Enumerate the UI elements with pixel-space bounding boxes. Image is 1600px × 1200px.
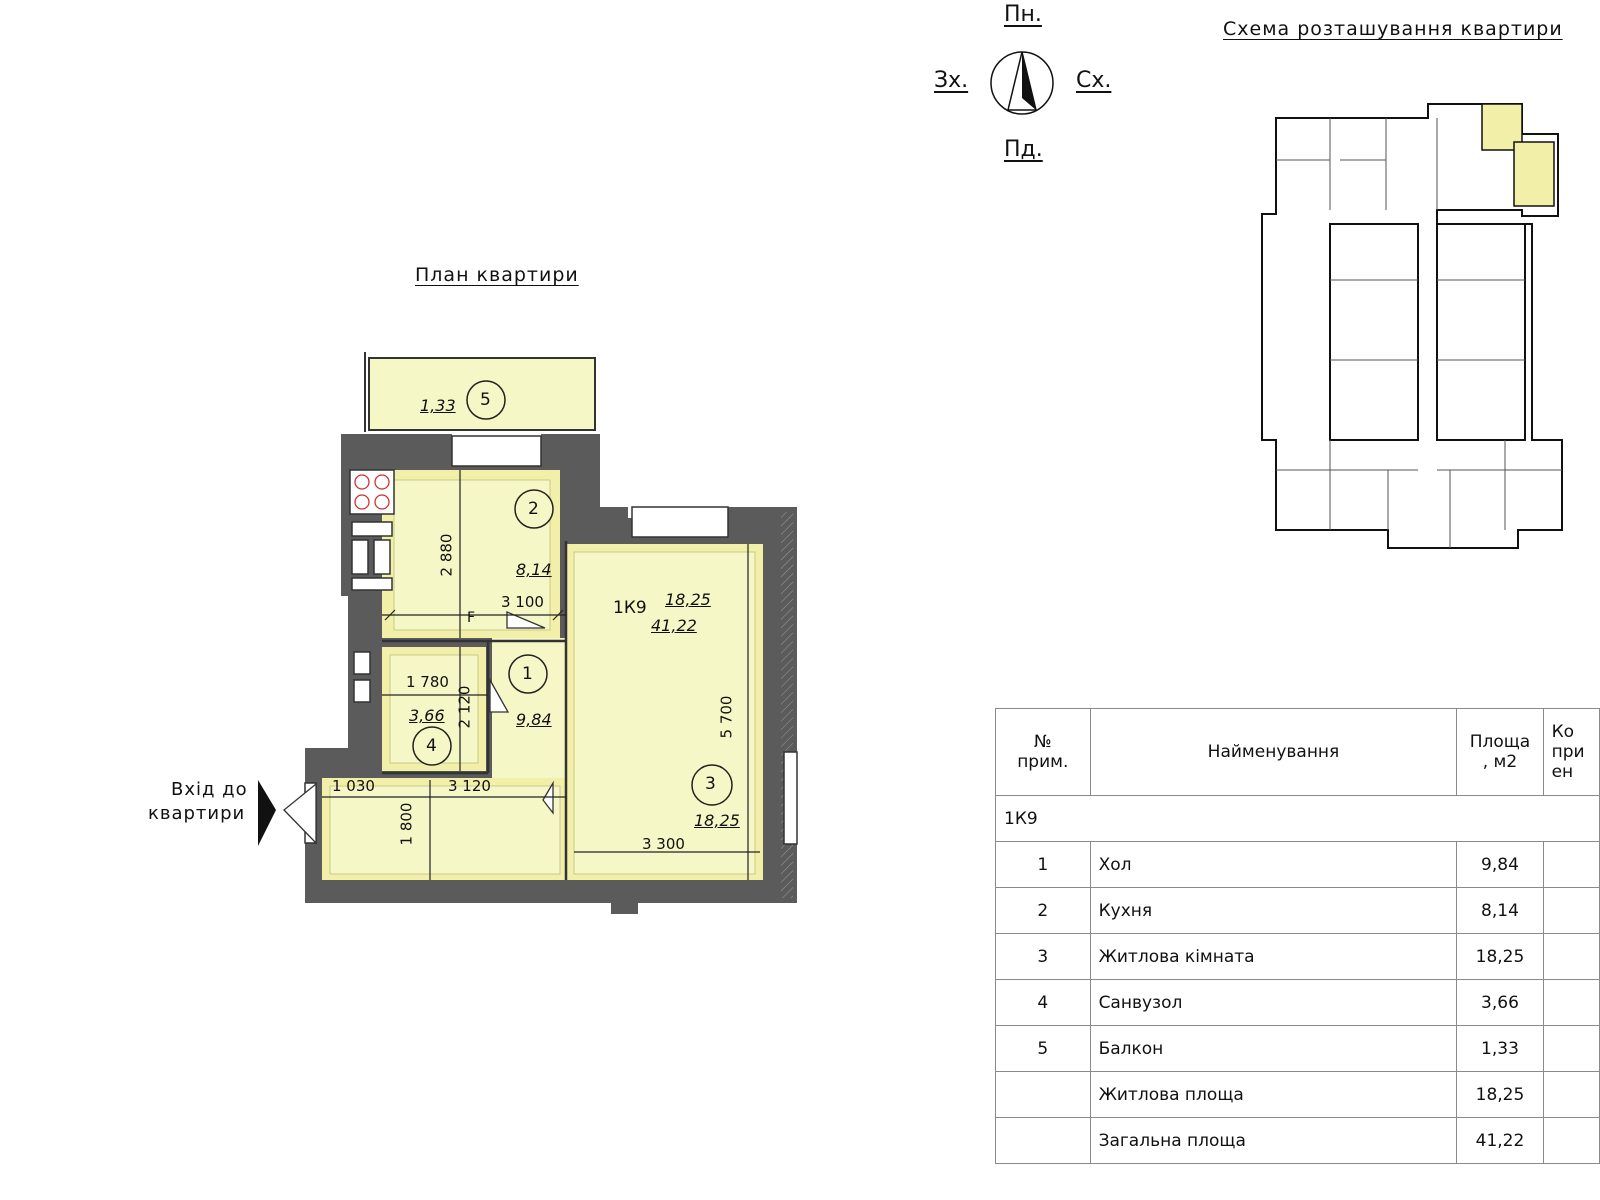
row-num: 5 — [995, 1025, 1091, 1072]
table-row: 2 Кухня 8,14 — [995, 887, 1600, 934]
room-area-5: 1,33 — [420, 396, 456, 415]
kitchen-cabinets — [351, 521, 393, 703]
row-coef — [1542, 1025, 1600, 1072]
specification-table: № прим. Найменування Площа , м2 Ко при е… — [995, 708, 1600, 1164]
apartment-total-area: 41,22 — [651, 616, 697, 635]
table-row: 5 Балкон 1,33 — [995, 1025, 1600, 1072]
room-area-4: 3,66 — [409, 706, 445, 725]
header-area: Площа , м2 — [1456, 708, 1544, 796]
room-area-1: 9,84 — [516, 710, 552, 729]
row-area: 8,14 — [1456, 887, 1544, 934]
dimension-lines — [322, 470, 760, 880]
row-coef — [1542, 887, 1600, 934]
apartment-code: 1К9 — [613, 598, 647, 618]
entrance-label-2: квартири — [148, 803, 246, 824]
row-area: 18,25 — [1456, 933, 1544, 980]
dim-room-width: 3 300 — [642, 835, 685, 853]
row-name: Житлова кімната — [1089, 933, 1458, 980]
row-name: Кухня — [1089, 887, 1458, 934]
total-area: 41,22 — [1456, 1117, 1544, 1164]
room-number-2: 2 — [528, 499, 539, 519]
row-num: 3 — [995, 933, 1091, 980]
total-coef — [1542, 1117, 1600, 1164]
compass-south-label: Пд. — [1004, 137, 1043, 162]
row-name: Балкон — [1089, 1025, 1458, 1072]
total-coef — [1542, 1071, 1600, 1118]
dim-kitchen-width: 3 100 — [501, 593, 544, 611]
stove-icon — [349, 469, 395, 515]
row-num: 2 — [995, 887, 1091, 934]
row-coef — [1542, 933, 1600, 980]
compass-north-label: Пн. — [1004, 2, 1042, 27]
table-row: 1 Хол 9,84 — [995, 841, 1600, 888]
table-total-row: Житлова площа 18,25 — [995, 1071, 1600, 1118]
highlighted-apartment — [1481, 103, 1555, 207]
entrance-label-1: Вхід до — [171, 779, 248, 800]
total-num — [995, 1117, 1091, 1164]
room-number-4: 4 — [426, 736, 437, 756]
row-num: 4 — [995, 979, 1091, 1026]
row-num: 1 — [995, 841, 1091, 888]
dim-bath-width: 1 780 — [406, 673, 449, 691]
windows — [304, 435, 798, 845]
table-total-row: Загальна площа 41,22 — [995, 1117, 1600, 1164]
row-area: 9,84 — [1456, 841, 1544, 888]
header-coef: Ко при ен — [1542, 708, 1600, 796]
entrance-arrow-icon — [258, 780, 276, 846]
group-label: 1К9 — [995, 795, 1600, 842]
row-area: 3,66 — [1456, 979, 1544, 1026]
table-header-row: № прим. Найменування Площа , м2 Ко при е… — [995, 708, 1600, 796]
compass-west-label: Зх. — [934, 68, 969, 93]
header-name: Найменування — [1089, 708, 1458, 796]
room-number-1: 1 — [522, 664, 533, 684]
room-area-2: 8,14 — [516, 560, 552, 579]
compass-east-label: Сх. — [1076, 68, 1112, 93]
header-num: № прим. — [995, 708, 1091, 796]
table-row: 4 Санвузол 3,66 — [995, 979, 1600, 1026]
total-name: Житлова площа — [1089, 1071, 1458, 1118]
room-markers — [412, 380, 733, 806]
room-number-5: 5 — [480, 390, 491, 410]
row-name: Хол — [1089, 841, 1458, 888]
apartment-living-area: 18,25 — [665, 590, 711, 609]
plan-title: План квартири — [415, 264, 579, 286]
row-coef — [1542, 979, 1600, 1026]
scheme-title: Схема розташування квартири — [1223, 18, 1563, 40]
dim-hall-b: 3 120 — [448, 777, 491, 795]
table-row: 3 Житлова кімната 18,25 — [995, 933, 1600, 980]
doors — [283, 611, 554, 845]
row-name: Санвузол — [1089, 979, 1458, 1026]
kitchen-mark: F — [467, 610, 476, 626]
row-coef — [1542, 841, 1600, 888]
total-num — [995, 1071, 1091, 1118]
total-name: Загальна площа — [1089, 1117, 1458, 1164]
row-area: 1,33 — [1456, 1025, 1544, 1072]
table-group-row: 1К9 — [995, 795, 1600, 842]
rooms-fill — [322, 470, 763, 880]
room-area-3: 18,25 — [694, 811, 740, 830]
interior-walls — [382, 541, 568, 880]
dim-hall-a: 1 030 — [332, 777, 375, 795]
total-area: 18,25 — [1456, 1071, 1544, 1118]
room-number-3: 3 — [705, 774, 716, 794]
